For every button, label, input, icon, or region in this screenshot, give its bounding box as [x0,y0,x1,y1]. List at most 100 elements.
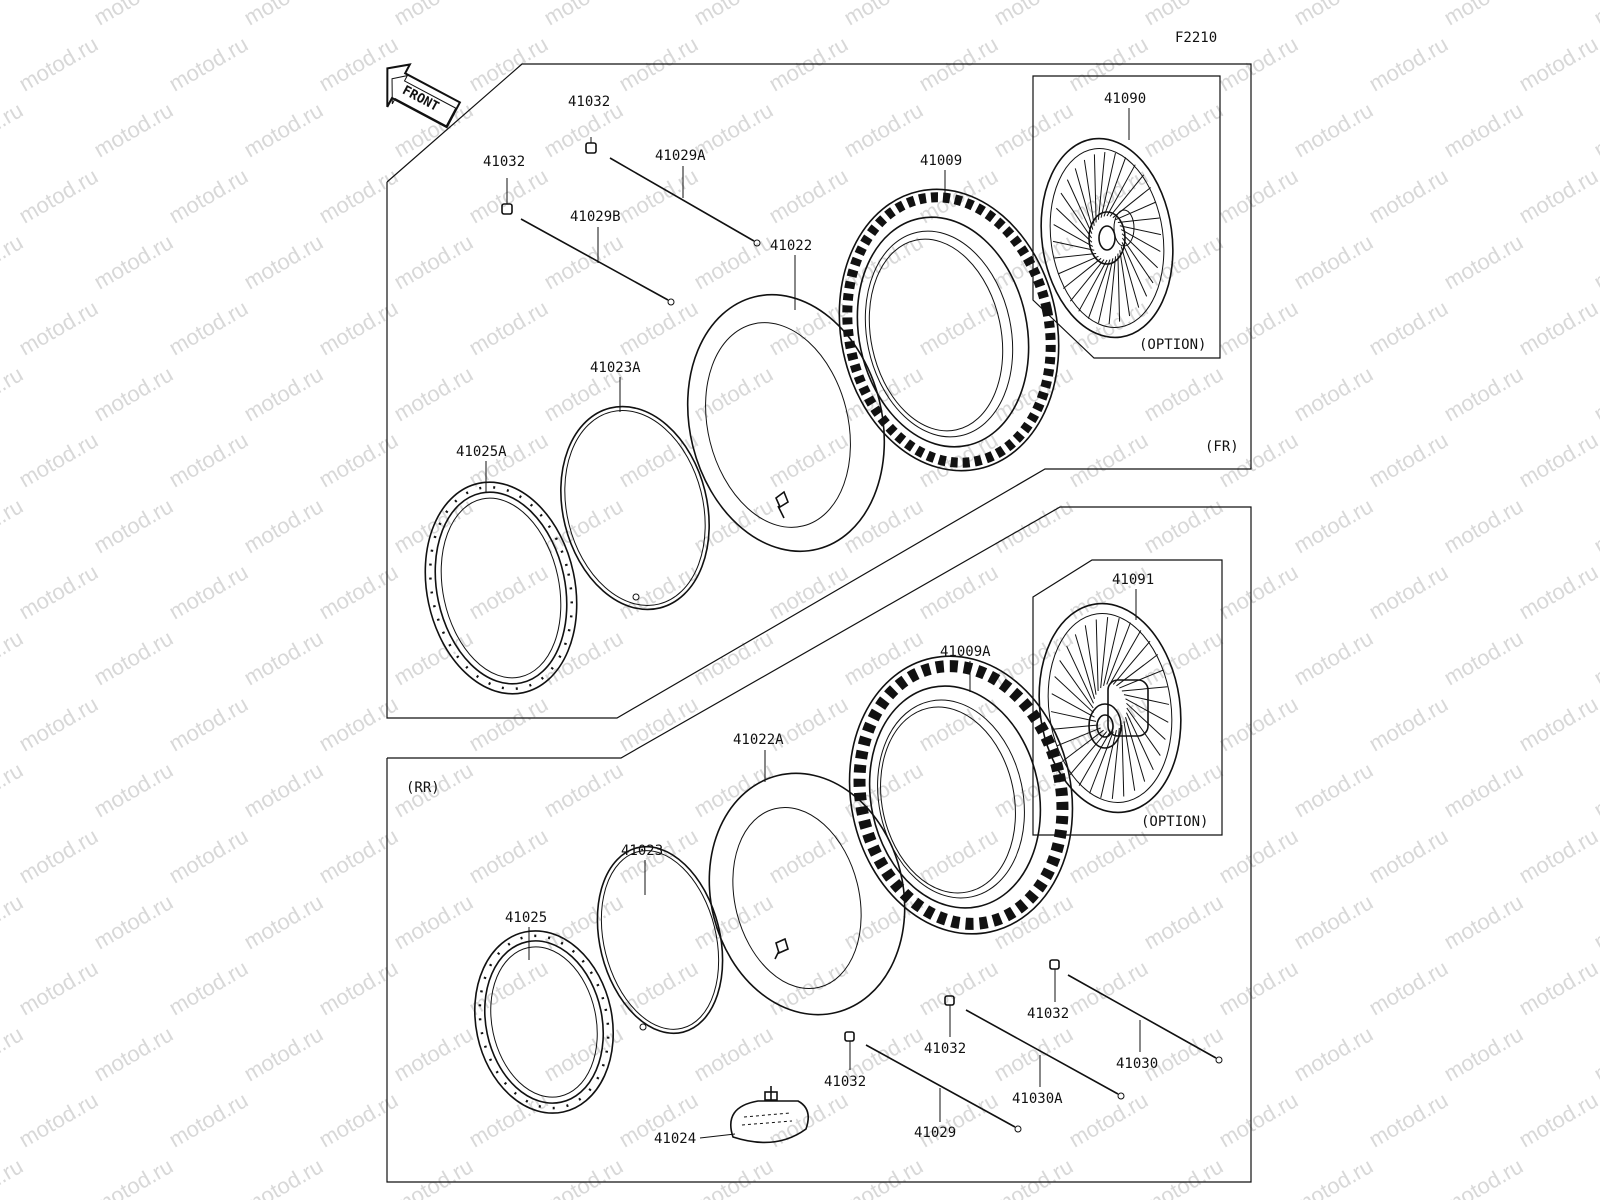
wheel-spoke [1089,731,1114,794]
watermark-text: motod.ru [1590,889,1600,954]
watermark-text: motod.ru [690,229,778,294]
watermark-text: motod.ru [690,1153,778,1200]
watermark-text: motod.ru [1515,955,1600,1020]
watermark-text: motod.ru [1290,625,1378,690]
watermark-text: motod.ru [1590,757,1600,822]
watermark-text: motod.ru [1515,691,1600,756]
figure-id: F2210 [1175,30,1217,46]
label-41032-top: 41032 [568,94,610,110]
wheel-spoke [1126,707,1161,756]
wheel-spoke [1054,253,1097,259]
watermark-text: motod.ru [1290,97,1378,162]
wheel-spoke [1098,258,1114,324]
watermark-text: motod.ru [15,427,103,492]
watermark-text: motod.ru [1140,493,1228,558]
watermark-text: motod.ru [1290,1153,1378,1200]
watermark-text: motod.ru [915,295,1003,360]
watermark-text: motod.ru [1065,427,1153,492]
watermark-text: motod.ru [1515,823,1600,888]
watermark-text: motod.ru [240,1153,328,1200]
rear-spoke-29 [865,1044,1022,1133]
wheel-spoke [1120,229,1161,252]
watermark-text: motod.ru [1365,427,1453,492]
watermark-text: motod.ru [1440,229,1528,294]
watermark-text: motod.ru [1365,295,1453,360]
watermark-text: motod.ru [1515,559,1600,624]
watermark-text: motod.ru [90,625,178,690]
label-41025A: 41025A [456,444,507,460]
label-41022: 41022 [770,238,812,254]
rear-nipple-2 [944,995,955,1037]
rear-tube-valve [774,937,789,960]
watermark-text: motod.ru [1365,163,1453,228]
watermark-text: motod.ru [1065,823,1153,888]
watermark-text: motod.ru [165,427,253,492]
watermark-text: motod.ru [540,229,628,294]
watermark-text: motod.ru [240,625,328,690]
watermark-text: motod.ru [915,559,1003,624]
watermark-text: motod.ru [765,955,853,1020]
label-41023: 41023 [621,843,663,859]
watermark-text: motod.ru [1065,163,1153,228]
watermark-text: motod.ru [90,1153,178,1200]
watermark-text: motod.ru [615,295,703,360]
watermark-text: motod.ru [1365,955,1453,1020]
watermark-text: motod.ru [315,163,403,228]
watermark-text: motod.ru [1215,559,1303,624]
rear-rim-lock [730,1086,809,1144]
wheel-spoke [1051,693,1095,718]
watermark-text: motod.ru [1215,295,1303,360]
label-41032-rear-3: 41032 [824,1074,866,1090]
watermark-text: motod.ru [0,97,27,162]
watermark-text: motod.ru [240,889,328,954]
watermark-text: motod.ru [165,31,253,96]
watermark-text: motod.ru [540,493,628,558]
watermark-text: motod.ru [690,889,778,954]
rear-tube [708,772,906,1016]
wheel-spoke [1069,259,1105,302]
watermark-text: motod.ru [0,493,27,558]
watermark-text: motod.ru [165,559,253,624]
wheel-spoke [1066,179,1093,234]
wheel-spoke [1123,721,1136,791]
watermark-text: motod.ru [1590,361,1600,426]
wheel-spoke [1100,730,1117,798]
watermark-text: motod.ru [1365,559,1453,624]
rear-spoke-30 [1067,974,1223,1064]
label-41032-rear-2: 41032 [924,1041,966,1057]
watermark-text: motod.ru [840,493,928,558]
watermark-text: motod.ru [15,1087,103,1152]
watermark-text: motod.ru [15,295,103,360]
rear-rim-band [596,845,724,1035]
watermark-text: motod.ru [990,0,1078,30]
watermark-text: motod.ru [1590,625,1600,690]
wheel-spoke [1059,660,1094,709]
wheel-spoke [1126,712,1154,770]
label-41024: 41024 [654,1131,696,1147]
wheel-spoke [1121,724,1125,797]
watermark-text: motod.ru [0,361,27,426]
front-wheel-assembly [1040,137,1174,339]
watermark-text: motod.ru [240,229,328,294]
label-41091: 41091 [1112,572,1154,588]
watermark-text: motod.ru [1140,1153,1228,1200]
watermark-text: motod.ru [1140,229,1228,294]
watermark-text: motod.ru [1140,361,1228,426]
watermark-text: motod.ru [240,1021,328,1086]
front-tube-valve [775,490,789,519]
wheel-spoke [1119,225,1162,236]
watermark-text: motod.ru [1440,97,1528,162]
wheel-spoke [1060,192,1093,239]
watermark-text: motod.ru [765,823,853,888]
watermark-text: motod.ru [1590,1021,1600,1086]
wheel-spoke [1121,242,1148,297]
wheel-spoke [1056,727,1101,747]
watermark-text: motod.ru [540,0,628,30]
wheel-spoke [1053,224,1094,247]
watermark-text: motod.ru [165,1087,253,1152]
rear-wheel-spokes [1050,617,1170,799]
label-41025: 41025 [505,910,547,926]
watermark-text: motod.ru [1140,1021,1228,1086]
rear-rim [473,930,615,1114]
